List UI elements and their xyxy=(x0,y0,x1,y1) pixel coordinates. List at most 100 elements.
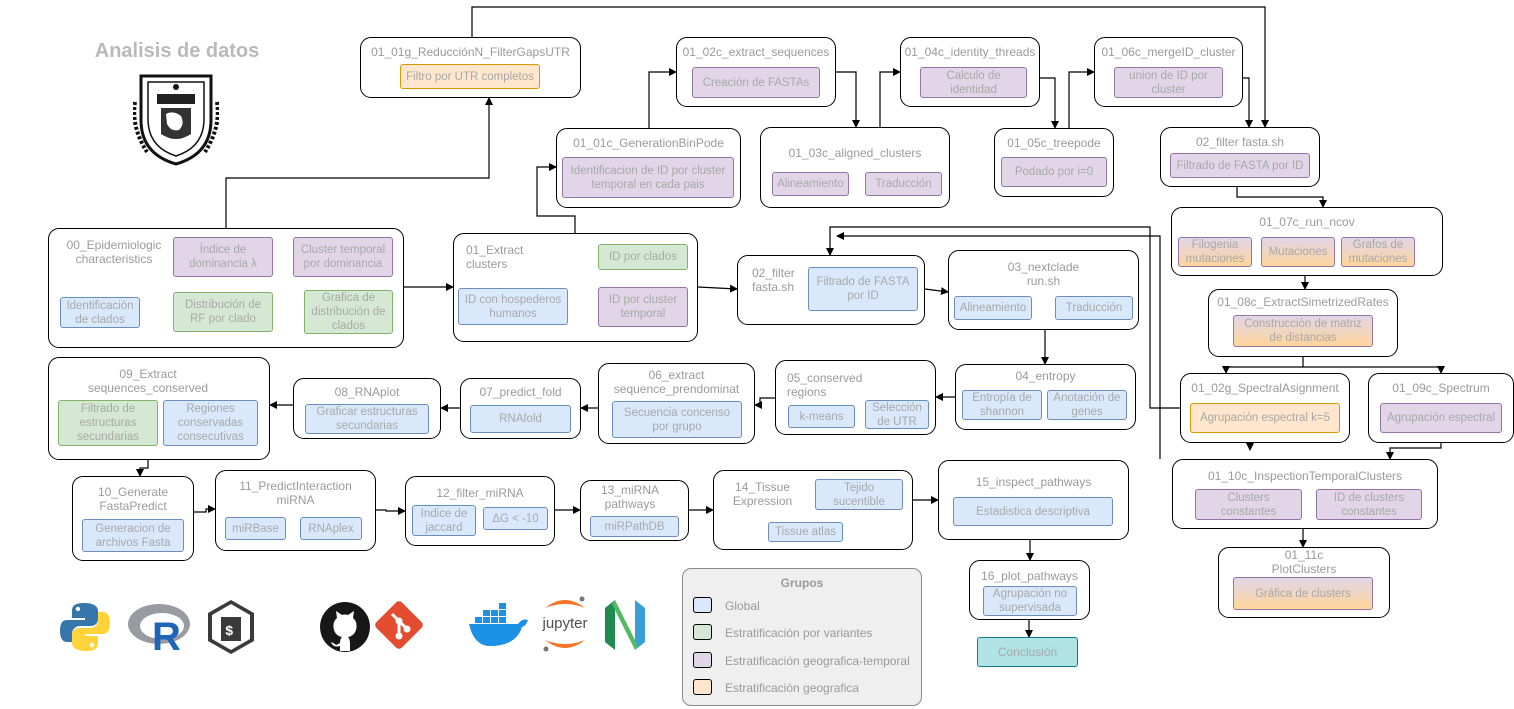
edge xyxy=(754,397,775,409)
node-label: 02_filter fasta.sh xyxy=(1195,135,1285,149)
chip: RNAfold xyxy=(470,405,571,433)
node-label: 01_01g_ReducciónN_FilterGapsUTR xyxy=(371,45,570,59)
node-label: 13_miRNA pathways xyxy=(600,483,660,511)
node-label: 05_conserved regions xyxy=(787,371,863,399)
chip: Graficar estructuras secundarias xyxy=(305,404,429,434)
chip: Filtrado de FASTA por ID xyxy=(808,267,918,311)
node-label: 04_entropy xyxy=(1015,369,1076,383)
git-icon xyxy=(374,600,424,650)
node-label: 01_08c_ExtractSimetrizedRates xyxy=(1217,295,1389,309)
chip: Indice de jaccard xyxy=(412,505,476,536)
node-label: 06_extract sequence_prendominat xyxy=(613,368,740,396)
chip: ID por cluster temporal xyxy=(598,287,688,327)
chip: Mutaciones xyxy=(1261,237,1335,267)
github-icon xyxy=(318,600,372,654)
node-label: 01_Extract clusters xyxy=(466,243,524,271)
chip: Tissue atlas xyxy=(768,522,843,542)
node-label: 09_Extract sequences_conserved xyxy=(87,367,209,395)
chip: Índice de dominancia λ xyxy=(173,237,273,277)
python-icon xyxy=(58,600,112,654)
chip: Filtrado de FASTA por ID xyxy=(1170,153,1310,178)
edge xyxy=(1386,443,1442,460)
node-label: 12_filter_miRNA xyxy=(436,486,524,500)
chip: Calculo de identidad xyxy=(920,67,1027,98)
node-label: 10_Generate FastaPredict xyxy=(97,485,169,513)
edge xyxy=(376,507,406,515)
chip: k-means xyxy=(788,405,855,428)
node-label: 01_04c_identity_threads xyxy=(904,45,1036,59)
node-label: 15_inspect_pathways xyxy=(975,475,1092,489)
edge xyxy=(1303,366,1445,374)
chip: Estadistica descriptiva xyxy=(953,497,1113,526)
legend: Grupos Global Estratificación por varian… xyxy=(682,568,922,706)
chip: ΔG < -10 xyxy=(483,507,548,530)
edge xyxy=(194,505,216,513)
node-label: 02_filter fasta.sh xyxy=(752,266,795,294)
chip: Creación de FASTAs xyxy=(692,67,820,98)
node-label: 11_PredictInteraction miRNA xyxy=(239,479,352,507)
edge xyxy=(1068,68,1095,128)
chip: Gráfica de clusters xyxy=(1233,577,1373,610)
edge xyxy=(836,71,860,128)
chip: Clusters constantes xyxy=(1195,489,1302,520)
chip: Alineamiento xyxy=(954,296,1032,320)
chip: Distribución de RF por clado xyxy=(173,292,273,332)
edge xyxy=(924,287,949,296)
node-label: 01_07c_run_ncov xyxy=(1259,215,1355,229)
page-title: Analisis de datos xyxy=(94,40,260,62)
chip: Anotación de genes xyxy=(1047,390,1127,420)
node-label: 01_10c_InspectionTemporalClusters xyxy=(1207,469,1403,483)
chip: Agrupación espectral k=5 xyxy=(1190,403,1340,433)
node-label: 00_Epidemiologic characteristics xyxy=(66,238,162,266)
edge xyxy=(648,68,677,128)
legend-label: Global xyxy=(725,599,760,613)
edge xyxy=(697,284,738,293)
legend-label: Estratificación por variantes xyxy=(725,626,873,640)
node-label: 01_05c_treepode xyxy=(1007,136,1101,150)
legend-label: Estratificación geografica-temporal xyxy=(725,654,910,668)
chip: Podado por i=0 xyxy=(1001,157,1107,187)
chip: Generacion de archivos Fasta xyxy=(82,519,184,552)
node-label: 03_nextclade run.sh xyxy=(1007,260,1080,288)
chip: Grafica de distribución de clados xyxy=(304,290,393,334)
legend-swatch-variants xyxy=(693,624,712,640)
edge xyxy=(1236,187,1327,208)
node-label: 01_06c_mergeID_cluster xyxy=(1101,45,1236,59)
chip: union de ID por cluster xyxy=(1114,67,1223,98)
node-label: 16_plot_pathways xyxy=(981,569,1078,583)
chip: ID por clados xyxy=(598,244,688,270)
chip: Identificación de clados xyxy=(60,297,140,328)
edge xyxy=(879,68,901,127)
edge xyxy=(225,97,493,228)
node-label: 01_03c_aligned_clusters xyxy=(788,146,922,160)
node-label: 01_01c_GenerationBinPode xyxy=(573,136,724,150)
edge xyxy=(1222,357,1304,374)
bash-icon: $ xyxy=(205,598,257,656)
edge xyxy=(836,232,1161,459)
unam-seal-icon xyxy=(132,72,220,167)
chip: Grafos de mutaciones xyxy=(1341,237,1415,267)
chip: miRPathDB xyxy=(590,516,679,537)
chip: Regiones conservadas consecutivas xyxy=(163,400,258,446)
conclusion-box: Conclusión xyxy=(977,637,1078,667)
chip: miRBase xyxy=(225,517,286,540)
r-logo-letter: R xyxy=(152,615,181,654)
node-label: 07_predict_fold xyxy=(479,385,562,399)
edge xyxy=(471,6,1269,128)
chip: Filtro por UTR completos xyxy=(400,64,540,89)
legend-swatch-geo xyxy=(693,679,712,695)
r-icon: R xyxy=(126,600,194,659)
chip: Entropía de shannon xyxy=(962,390,1042,420)
chip: Identificacion de ID por cluster tempora… xyxy=(562,157,734,198)
node-label: 01_02g_SpectralAsignment xyxy=(1191,381,1339,395)
jupyter-wordmark: jupyter xyxy=(541,615,587,632)
node-label: 01_02c_extract_sequences xyxy=(682,45,830,59)
node-label: 01_11c PlotClusters xyxy=(1271,548,1337,576)
legend-title: Grupos xyxy=(780,576,824,590)
svg-text:$: $ xyxy=(225,624,233,640)
chip: Tejido sucentible xyxy=(815,479,903,510)
chip: RNAplex xyxy=(300,517,362,540)
jupyter-icon: jupyter xyxy=(536,594,594,656)
